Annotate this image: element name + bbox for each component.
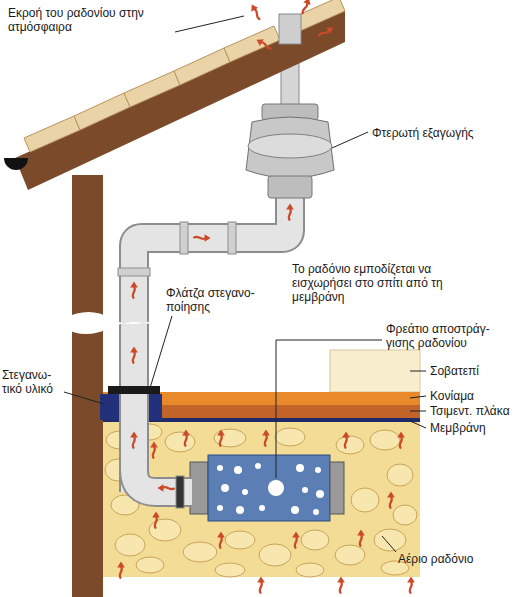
flange-label: Φλάτζα στεγανο- ποίησης: [166, 286, 266, 314]
membrane-note: Το ραδόνιο εμποδίζεται να εισχωρήσει στο…: [292, 262, 472, 304]
radon-gas-label: Αέριο ραδόνιο: [398, 552, 508, 566]
fan-label: Φτερωτή εξαγωγής: [372, 126, 512, 140]
sealant-label: Στεγανω- τικό υλικό: [2, 368, 68, 396]
sump-label: Φρεάτιο αποστράγ- γισης ραδονίου: [386, 322, 510, 350]
mortar-label: Κονίαμα: [430, 389, 520, 403]
outflow-label: Εκροή του ραδονίου στην ατμόσφαιρα: [8, 6, 180, 34]
slab-label: Τσιμεντ. πλάκα: [430, 404, 520, 418]
membrane-label: Μεμβράνη: [430, 421, 520, 435]
skirting-label: Σοβατεπί: [430, 364, 520, 378]
